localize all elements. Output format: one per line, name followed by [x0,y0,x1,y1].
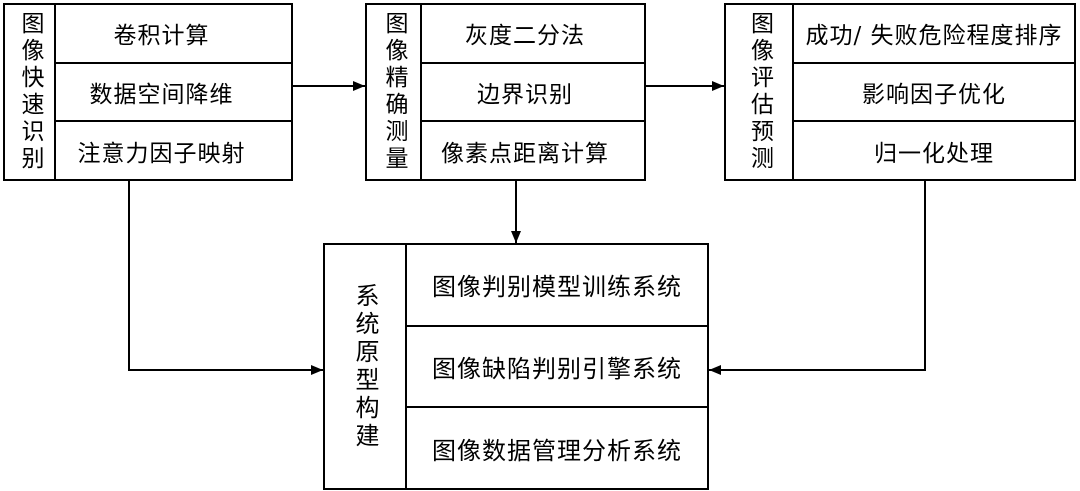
grayscale-bisection-item: 灰度二分法 [465,23,585,50]
precise-measurement-box: 图像精确测量 灰度二分法 边界识别 像素点距离计算 [365,3,646,181]
evaluation-prediction-items: 成功/ 失败危险程度排序 影响因子优化 归一化处理 [794,5,1074,179]
system-prototype-box: 系统原型构建 图像判别模型训练系统 图像缺陷判别引擎系统 图像数据管理分析系统 [323,243,709,490]
boundary-recognition-item: 边界识别 [422,61,644,121]
convolution-calculation-item: 卷积计算 [113,23,210,50]
precise-measurement-label-column: 图像精确测量 [367,5,422,179]
normalization-item: 归一化处理 [794,120,1074,179]
system-prototype-items: 图像判别模型训练系统 图像缺陷判别引擎系统 图像数据管理分析系统 [407,245,707,488]
evaluation-prediction-label-column: 图像评估预测 [726,5,794,179]
dimensionality-reduction-item: 数据空间降维 [56,61,291,121]
rapid-recognition-title: 图像快速识别 [17,11,43,173]
connector-recognition-to-prototype [128,181,323,375]
connector-evaluation-to-prototype [709,181,926,375]
defect-engine-system-item: 图像缺陷判别引擎系统 [407,324,707,407]
data-management-system-item: 图像数据管理分析系统 [407,406,707,488]
evaluation-prediction-title: 图像评估预测 [746,11,773,173]
model-training-system-item: 图像判别模型训练系统 [432,273,682,302]
attention-factor-mapping-item: 注意力因子映射 [56,120,291,179]
evaluation-prediction-box: 图像评估预测 成功/ 失败危险程度排序 影响因子优化 归一化处理 [724,3,1076,181]
rapid-recognition-items: 卷积计算 数据空间降维 注意力因子映射 [56,5,291,179]
factor-optimization-item: 影响因子优化 [794,61,1074,121]
rapid-recognition-label-column: 图像快速识别 [5,5,56,179]
precise-measurement-items: 灰度二分法 边界识别 像素点距离计算 [422,5,644,179]
system-prototype-title: 系统原型构建 [351,282,379,451]
pixel-distance-item: 像素点距离计算 [422,120,644,179]
rapid-recognition-box: 图像快速识别 卷积计算 数据空间降维 注意力因子映射 [3,3,293,181]
risk-ranking-item: 成功/ 失败危险程度排序 [805,23,1063,50]
precise-measurement-title: 图像精确测量 [381,11,407,173]
system-prototype-label-column: 系统原型构建 [325,245,407,488]
